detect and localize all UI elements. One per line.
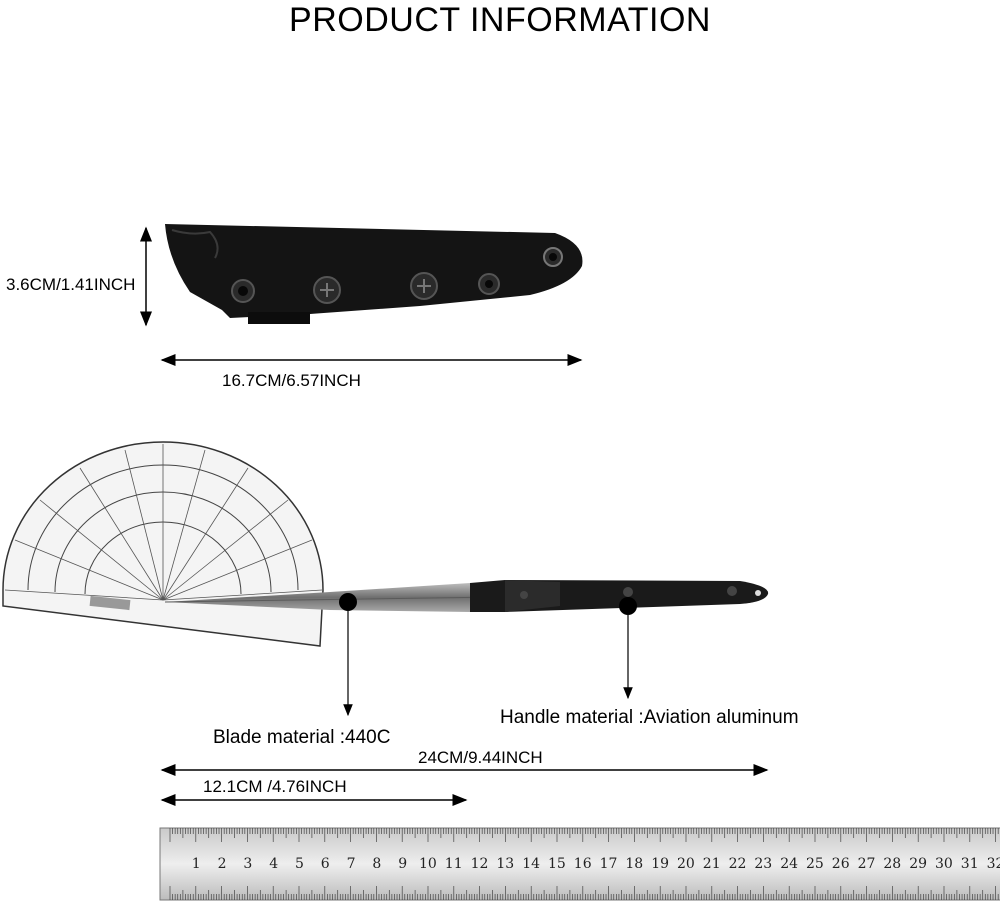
ruler-number: 23 xyxy=(754,856,773,872)
ruler-number: 24 xyxy=(780,856,799,872)
ruler-number: 29 xyxy=(909,856,928,872)
handle-material-label: Handle material :Aviation aluminum xyxy=(500,707,799,728)
blade-length-label: 12.1CM /4.76INCH xyxy=(203,777,347,796)
ruler-number: 13 xyxy=(496,856,515,872)
ruler-number: 30 xyxy=(935,856,953,872)
ruler-number: 15 xyxy=(548,856,566,872)
ruler-number: 11 xyxy=(444,856,463,872)
ruler-number: 4 xyxy=(269,856,279,872)
ruler-number: 12 xyxy=(470,856,489,872)
blade-material-label: Blade material :440C xyxy=(213,727,391,748)
ruler-number: 31 xyxy=(960,856,979,872)
ruler-number: 10 xyxy=(419,856,437,872)
ruler-number: 14 xyxy=(522,856,541,872)
ruler-number: 5 xyxy=(295,856,304,872)
page-title: PRODUCT INFORMATION xyxy=(289,1,711,39)
ruler-number: 28 xyxy=(883,856,902,872)
ruler-number: 1 xyxy=(191,856,201,872)
ruler-number: 19 xyxy=(651,856,670,872)
knife-image xyxy=(164,580,769,612)
ruler-number: 6 xyxy=(320,856,330,872)
ruler-number: 32 xyxy=(986,856,1000,872)
ruler-number: 8 xyxy=(372,856,382,872)
ruler-number: 26 xyxy=(831,856,850,872)
ruler-number: 27 xyxy=(857,856,876,872)
protractor-image xyxy=(2,441,324,647)
sheath-height-label: 3.6CM/1.41INCH xyxy=(6,275,136,294)
ruler-number: 7 xyxy=(346,856,356,872)
blade-callout-dot xyxy=(339,593,357,611)
ruler-image xyxy=(159,827,1000,901)
ruler-number: 20 xyxy=(677,856,695,872)
ruler-number: 16 xyxy=(573,856,592,872)
handle-callout-dot xyxy=(619,597,637,615)
ruler-number: 22 xyxy=(728,856,747,872)
ruler-number: 17 xyxy=(599,856,618,872)
ruler-number: 2 xyxy=(217,856,227,872)
ruler-number: 18 xyxy=(625,856,644,872)
ruler-number: 25 xyxy=(806,856,824,872)
total-length-label: 24CM/9.44INCH xyxy=(418,748,543,767)
sheath-image xyxy=(165,224,583,324)
ruler-number: 21 xyxy=(702,856,721,872)
ruler-number: 3 xyxy=(243,856,253,872)
sheath-length-label: 16.7CM/6.57INCH xyxy=(222,371,361,390)
ruler-number: 9 xyxy=(398,856,408,872)
